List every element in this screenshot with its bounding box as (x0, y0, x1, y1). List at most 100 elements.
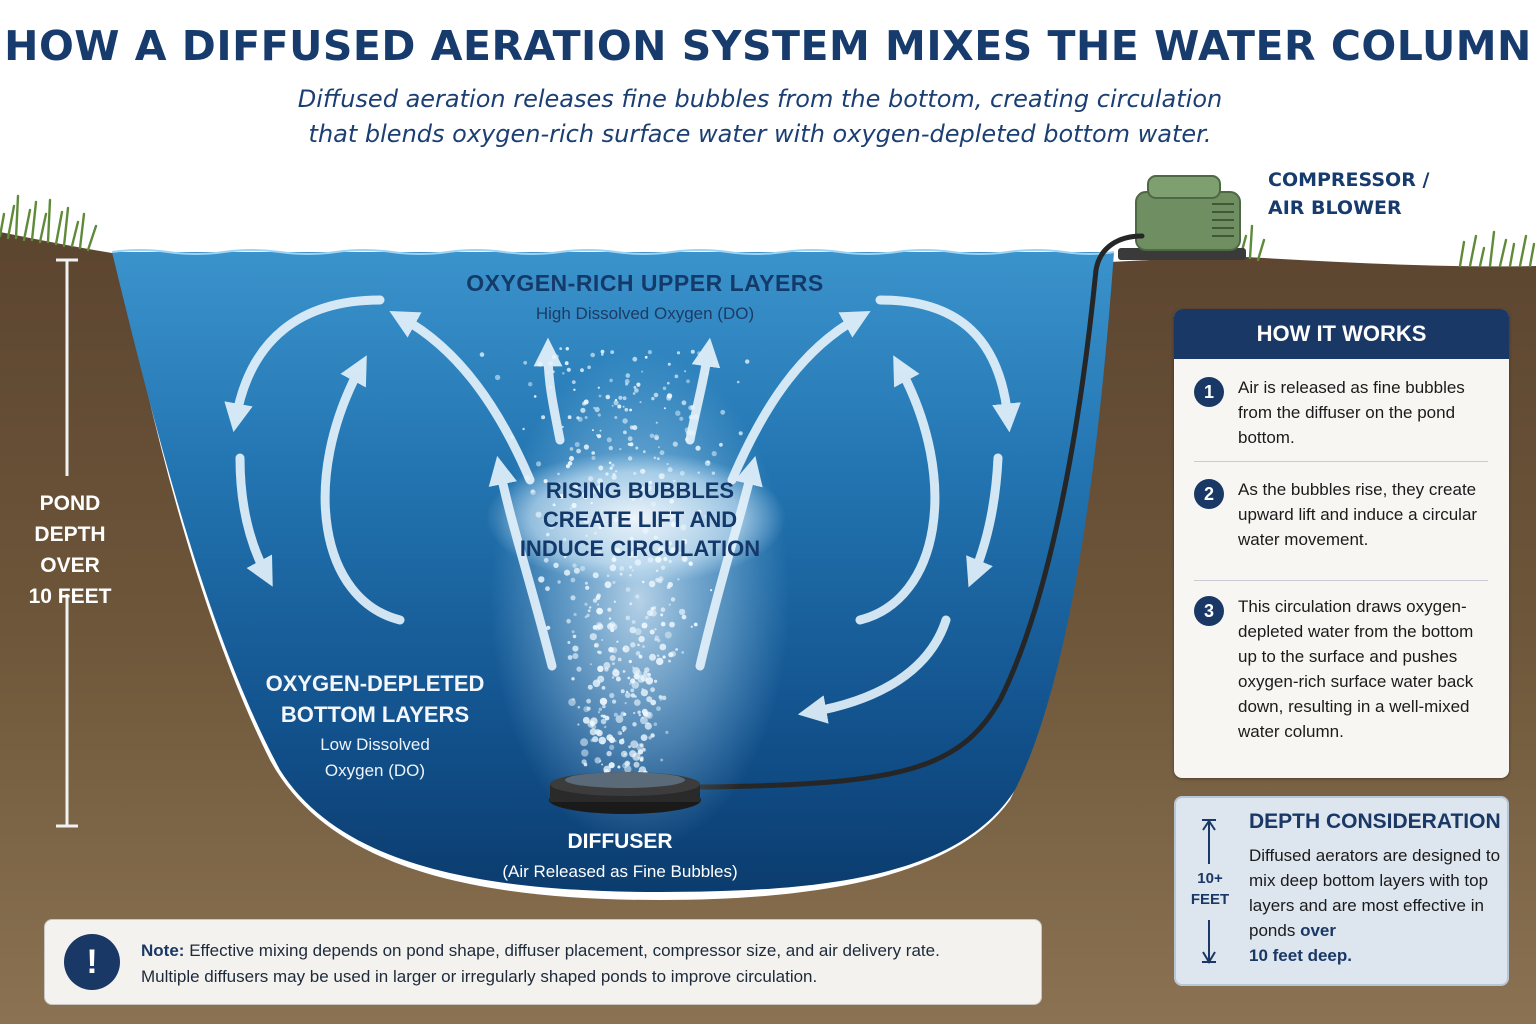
depth-consideration-emphasis-2: 10 feet deep. (1249, 946, 1352, 965)
bubble (651, 396, 655, 401)
bubble (662, 655, 666, 659)
bubble (563, 555, 567, 559)
bubble (640, 468, 646, 474)
diffuser-subtitle: (Air Released as Fine Bubbles) (502, 862, 738, 881)
bubble (672, 441, 678, 447)
bubble (637, 710, 641, 714)
bubble (659, 643, 667, 651)
bubble (606, 437, 612, 443)
bubble (609, 655, 616, 661)
pond-depth-line-1: POND DEPTH (34, 492, 106, 546)
bubble (608, 762, 615, 769)
bubble (661, 695, 667, 701)
bubble (577, 723, 580, 726)
bubble (655, 421, 658, 424)
bubble (601, 686, 606, 690)
depth-ruler-unit: FEET (1190, 891, 1230, 908)
bubble (630, 740, 639, 749)
bubble (659, 450, 665, 456)
bubble (651, 501, 657, 507)
bubble (621, 725, 627, 731)
bubble (638, 713, 641, 717)
bubble (569, 456, 574, 461)
depth-consideration-body: Diffused aerators are designed to mix de… (1249, 846, 1501, 940)
bubble (668, 559, 672, 564)
bubble (666, 483, 671, 488)
bubble (567, 415, 572, 420)
bubble (608, 461, 612, 465)
bubble (658, 695, 663, 699)
bubble (711, 471, 716, 475)
bubble (640, 689, 649, 697)
bubble (667, 510, 673, 516)
bubble (595, 550, 603, 557)
bottom-layers-sub-line-1: Low Dissolved (320, 735, 430, 754)
bubble (658, 576, 664, 582)
bubble (592, 736, 599, 743)
circulation-arrow (533, 337, 565, 445)
circulation-arrow (320, 355, 405, 625)
bubble (634, 388, 639, 393)
depth-ruler-value: 10+ (1197, 870, 1223, 887)
bubble (633, 386, 637, 389)
bubble (565, 347, 569, 351)
bubble (625, 373, 631, 378)
bubble (640, 515, 644, 520)
depth-consideration-text: Diffused aerators are designed to mix de… (1249, 843, 1503, 968)
bubble (615, 470, 618, 473)
bubble (653, 434, 660, 440)
bubble (641, 370, 644, 373)
bubble (614, 517, 619, 522)
bubble (635, 594, 640, 599)
bubble (600, 714, 604, 718)
bubble (666, 545, 671, 550)
upper-layers-title: OXYGEN-RICH UPPER LAYERS (466, 270, 824, 296)
bubble (653, 535, 658, 540)
bubble (613, 712, 618, 717)
bubble (644, 615, 649, 620)
bubble (627, 436, 633, 442)
bubble (738, 431, 743, 436)
bubble (559, 493, 565, 499)
bubble (632, 752, 641, 761)
bubble (589, 633, 597, 641)
bubble (528, 382, 533, 387)
bubble (609, 564, 617, 572)
bubble (614, 547, 621, 555)
circulation-arrow (685, 337, 721, 445)
bubble (670, 597, 676, 602)
bubble (590, 352, 595, 358)
bubble (589, 606, 592, 609)
note-line-2: Multiple diffusers may be used in larger… (141, 967, 818, 986)
step-number-2: 2 (1194, 479, 1224, 509)
how-it-works-heading: HOW IT WORKS (1174, 309, 1509, 359)
bubble (614, 739, 617, 743)
bubble (593, 531, 597, 535)
water-surface-line (111, 249, 1115, 255)
bubble (589, 728, 597, 736)
note-text: Note: Effective mixing depends on pond s… (141, 938, 1031, 990)
bubble (654, 679, 658, 683)
bubble (590, 489, 596, 494)
circulation-arrows (224, 295, 1021, 724)
bubble (564, 569, 571, 576)
bubble (650, 733, 655, 738)
bubble (572, 563, 577, 568)
step-number-1: 1 (1194, 377, 1224, 407)
bubble (587, 720, 595, 728)
bubble (662, 386, 667, 391)
bubble (649, 629, 655, 635)
bubble (597, 413, 601, 417)
bubble (617, 657, 622, 662)
bubble (546, 532, 550, 537)
bubble (582, 517, 588, 522)
depth-ruler-label: 10+ FEET (1184, 868, 1236, 910)
bubble (600, 718, 607, 725)
bubble (641, 580, 645, 584)
bubble (644, 355, 648, 359)
bubble (572, 698, 575, 701)
bubble (571, 677, 575, 681)
bubble (585, 585, 590, 590)
bubble (668, 659, 671, 663)
bubble (571, 630, 575, 634)
